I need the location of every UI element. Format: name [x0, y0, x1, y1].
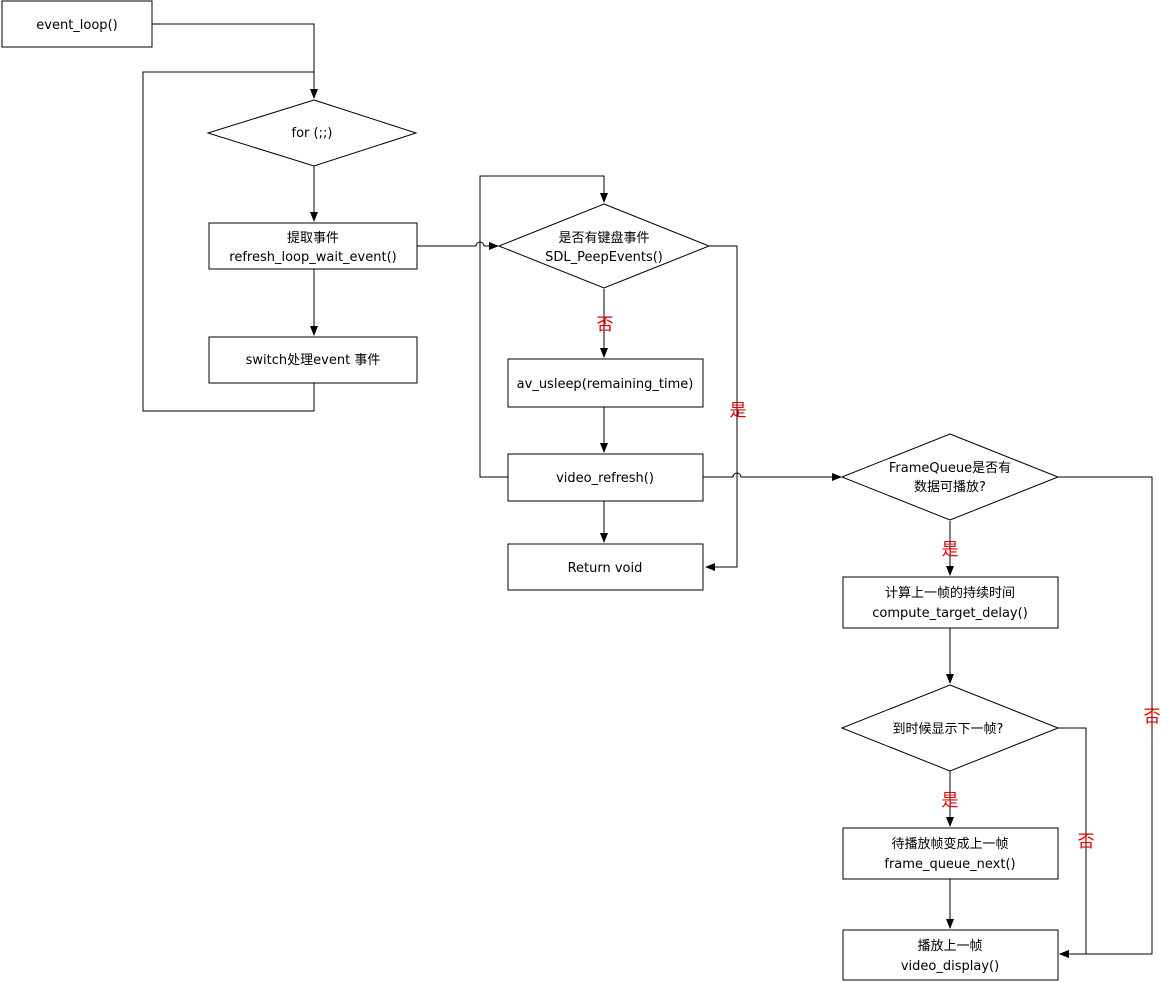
- node-video-refresh: video_refresh(): [507, 453, 704, 502]
- node-display-frame-title: 播放上一帧: [917, 939, 982, 954]
- node-fetch-event-title: 提取事件: [287, 230, 339, 246]
- node-av-usleep-text: av_usleep(remaining_time): [517, 377, 694, 392]
- edge-refresh-to-fq: [703, 472, 842, 481]
- node-time-to-show-text: 到时候显示下一帧?: [893, 722, 1004, 737]
- edge-fq-no-to-display: [1058, 476, 1153, 958]
- node-next-frame-title: 待播放帧变成上一帧: [891, 836, 1008, 852]
- node-event-loop: event_loop(): [1, 0, 153, 48]
- node-display-frame: 播放上一帧 video_display(): [842, 929, 1059, 981]
- edge-eventloop-to-for: [152, 23, 318, 99]
- edge-labels: 否 是 是 否 是 否: [597, 315, 1161, 852]
- node-av-usleep: av_usleep(remaining_time): [507, 358, 704, 408]
- node-compute-delay-title: 计算上一帧的持续时间: [885, 585, 1015, 601]
- node-switch-event: switch处理event 事件: [208, 336, 418, 384]
- node-return-void-text: Return void: [568, 561, 643, 576]
- node-has-key-event-func: SDL_PeepEvents(): [545, 250, 663, 265]
- label-time-no: 否: [1078, 832, 1095, 852]
- edge-fetch-to-keycheck: [417, 241, 499, 250]
- label-key-no: 否: [597, 315, 614, 335]
- node-framequeue-title: FrameQueue是否有: [889, 461, 1011, 476]
- node-framequeue-has-data: FrameQueue是否有 数据可播放?: [840, 433, 1060, 521]
- node-display-frame-func: video_display(): [901, 959, 999, 974]
- node-for-loop-text: for (;;): [292, 126, 333, 141]
- edge-loop-back-to-for: [142, 71, 315, 412]
- edge-key-yes-to-return: [705, 245, 738, 571]
- node-compute-delay: 计算上一帧的持续时间 compute_target_delay(): [842, 576, 1059, 629]
- node-has-key-event-title: 是否有键盘事件: [558, 230, 649, 246]
- label-fq-no: 否: [1144, 707, 1161, 727]
- node-event-loop-text: event_loop(): [36, 18, 117, 33]
- node-framequeue-subtitle: 数据可播放?: [914, 480, 986, 495]
- label-time-yes: 是: [942, 791, 959, 811]
- node-video-refresh-text: video_refresh(): [556, 471, 654, 486]
- connectors: [142, 23, 1153, 958]
- node-fetch-event-func: refresh_loop_wait_event(): [229, 250, 396, 265]
- node-next-frame: 待播放帧变成上一帧 frame_queue_next(): [842, 827, 1059, 880]
- node-has-key-event: 是否有键盘事件 SDL_PeepEvents(): [497, 203, 711, 289]
- node-next-frame-func: frame_queue_next(): [884, 857, 1015, 872]
- node-return-void: Return void: [507, 543, 704, 591]
- node-switch-event-text: switch处理event 事件: [246, 353, 381, 368]
- edge-refresh-loop-back: [479, 175, 608, 478]
- label-fq-yes: 是: [942, 540, 959, 560]
- label-key-yes: 是: [730, 401, 747, 421]
- node-fetch-event: 提取事件 refresh_loop_wait_event(): [208, 222, 418, 270]
- node-compute-delay-func: compute_target_delay(): [872, 606, 1028, 621]
- node-time-to-show: 到时候显示下一帧?: [840, 684, 1060, 772]
- node-for-loop: for (;;): [206, 99, 418, 167]
